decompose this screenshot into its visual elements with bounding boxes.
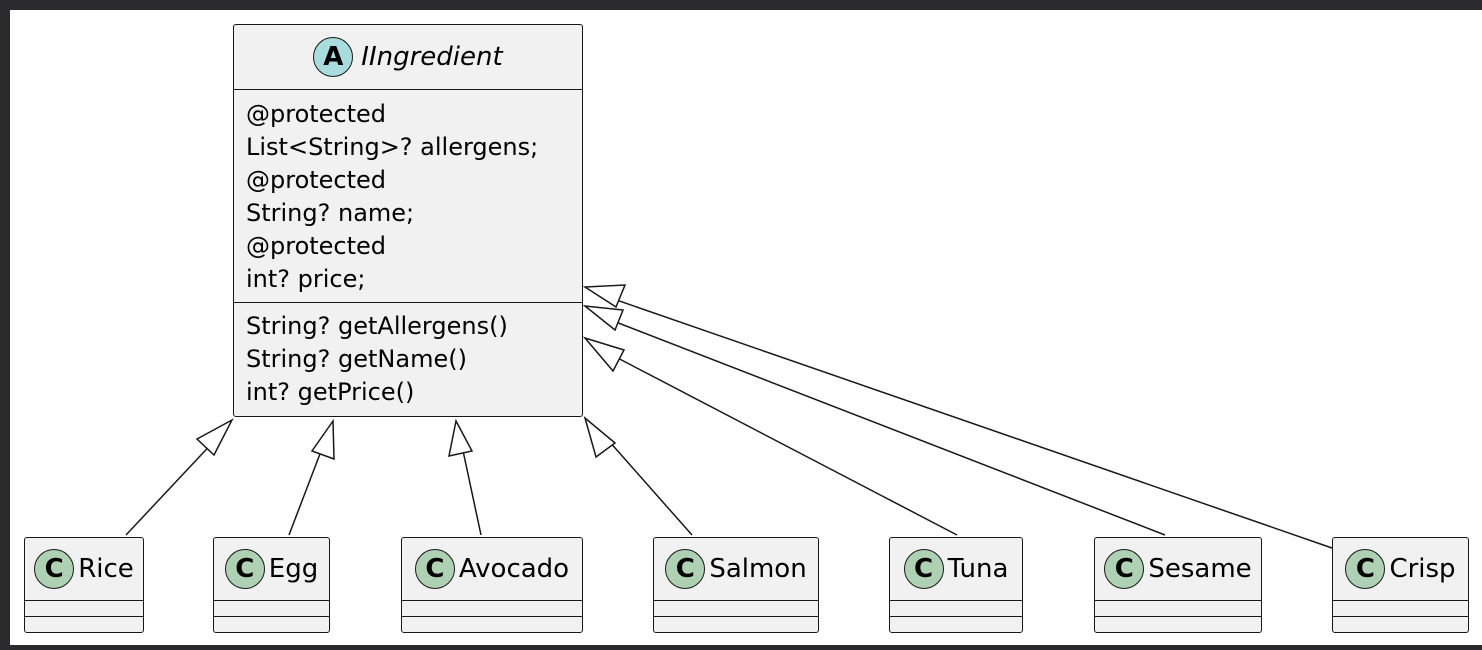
- edge-sesame: [607, 318, 1166, 536]
- arrowhead-tuna: [582, 336, 626, 373]
- class-name-iingredient: IIngredient: [361, 42, 503, 72]
- method-line: String? getAllergens(): [246, 312, 508, 340]
- class-icon: C: [1104, 549, 1145, 589]
- arrowhead-egg: [310, 418, 335, 461]
- empty-attributes-section: [1095, 601, 1261, 617]
- class-icon: C: [903, 549, 944, 589]
- empty-attributes-section: [25, 601, 143, 617]
- class-name-sesame: Sesame: [1148, 554, 1252, 584]
- class-box-rice[interactable]: C Rice: [24, 537, 144, 633]
- class-name-crisp: Crisp: [1389, 554, 1456, 584]
- attributes-section: @protected List<String>? allergens; @pro…: [234, 90, 582, 303]
- class-box-sesame[interactable]: C Sesame: [1094, 537, 1262, 633]
- class-header-salmon: C Salmon: [654, 538, 818, 601]
- class-icon: C: [34, 549, 75, 589]
- arrowhead-sesame: [582, 304, 625, 332]
- class-box-egg[interactable]: C Egg: [213, 537, 330, 633]
- empty-attributes-section: [890, 601, 1022, 617]
- class-name-egg: Egg: [268, 554, 319, 584]
- arrowhead-crisp: [582, 284, 627, 309]
- class-box-avocado[interactable]: C Avocado: [401, 537, 583, 633]
- class-name-rice: Rice: [78, 554, 134, 584]
- edge-crisp: [604, 295, 1333, 549]
- class-header-rice: C Rice: [25, 538, 143, 601]
- attribute-line: String? name;: [246, 199, 415, 227]
- class-header-egg: C Egg: [214, 538, 329, 601]
- edge-salmon: [607, 439, 693, 536]
- edge-tuna: [609, 353, 958, 536]
- class-icon: C: [665, 549, 706, 589]
- class-name-tuna: Tuna: [947, 554, 1009, 584]
- methods-section: String? getAllergens() String? getName()…: [234, 303, 582, 409]
- edge-avocado: [461, 445, 482, 536]
- class-box-tuna[interactable]: C Tuna: [889, 537, 1023, 633]
- class-icon: C: [1345, 549, 1386, 589]
- class-name-avocado: Avocado: [458, 554, 570, 584]
- attribute-line: @protected: [246, 100, 387, 128]
- class-header-sesame: C Sesame: [1095, 538, 1261, 601]
- class-name-salmon: Salmon: [709, 554, 807, 584]
- attribute-line: List<String>? allergens;: [246, 133, 539, 161]
- class-box-crisp[interactable]: C Crisp: [1332, 537, 1469, 633]
- attribute-line: @protected: [246, 166, 387, 194]
- class-icon: C: [414, 549, 455, 589]
- abstract-class-icon: A: [313, 37, 354, 77]
- method-line: int? getPrice(): [246, 378, 415, 406]
- attribute-line: int? price;: [246, 265, 366, 293]
- method-line: String? getName(): [246, 345, 467, 373]
- class-box-salmon[interactable]: C Salmon: [653, 537, 819, 633]
- class-icon: C: [224, 549, 265, 589]
- class-box-iingredient[interactable]: A IIngredient @protected List<String>? a…: [233, 24, 583, 417]
- empty-attributes-section: [214, 601, 329, 617]
- class-header-avocado: C Avocado: [402, 538, 582, 601]
- arrowhead-avocado: [448, 418, 474, 457]
- empty-attributes-section: [1333, 601, 1468, 617]
- empty-attributes-section: [654, 601, 818, 617]
- arrowhead-rice: [195, 418, 234, 457]
- attribute-line: @protected: [246, 232, 387, 260]
- class-header-tuna: C Tuna: [890, 538, 1022, 601]
- class-header-crisp: C Crisp: [1333, 538, 1468, 601]
- empty-attributes-section: [402, 601, 582, 617]
- class-header-iingredient: A IIngredient: [234, 25, 582, 90]
- edge-rice: [125, 437, 218, 536]
- edge-egg: [288, 445, 324, 536]
- arrowhead-salmon: [583, 415, 617, 459]
